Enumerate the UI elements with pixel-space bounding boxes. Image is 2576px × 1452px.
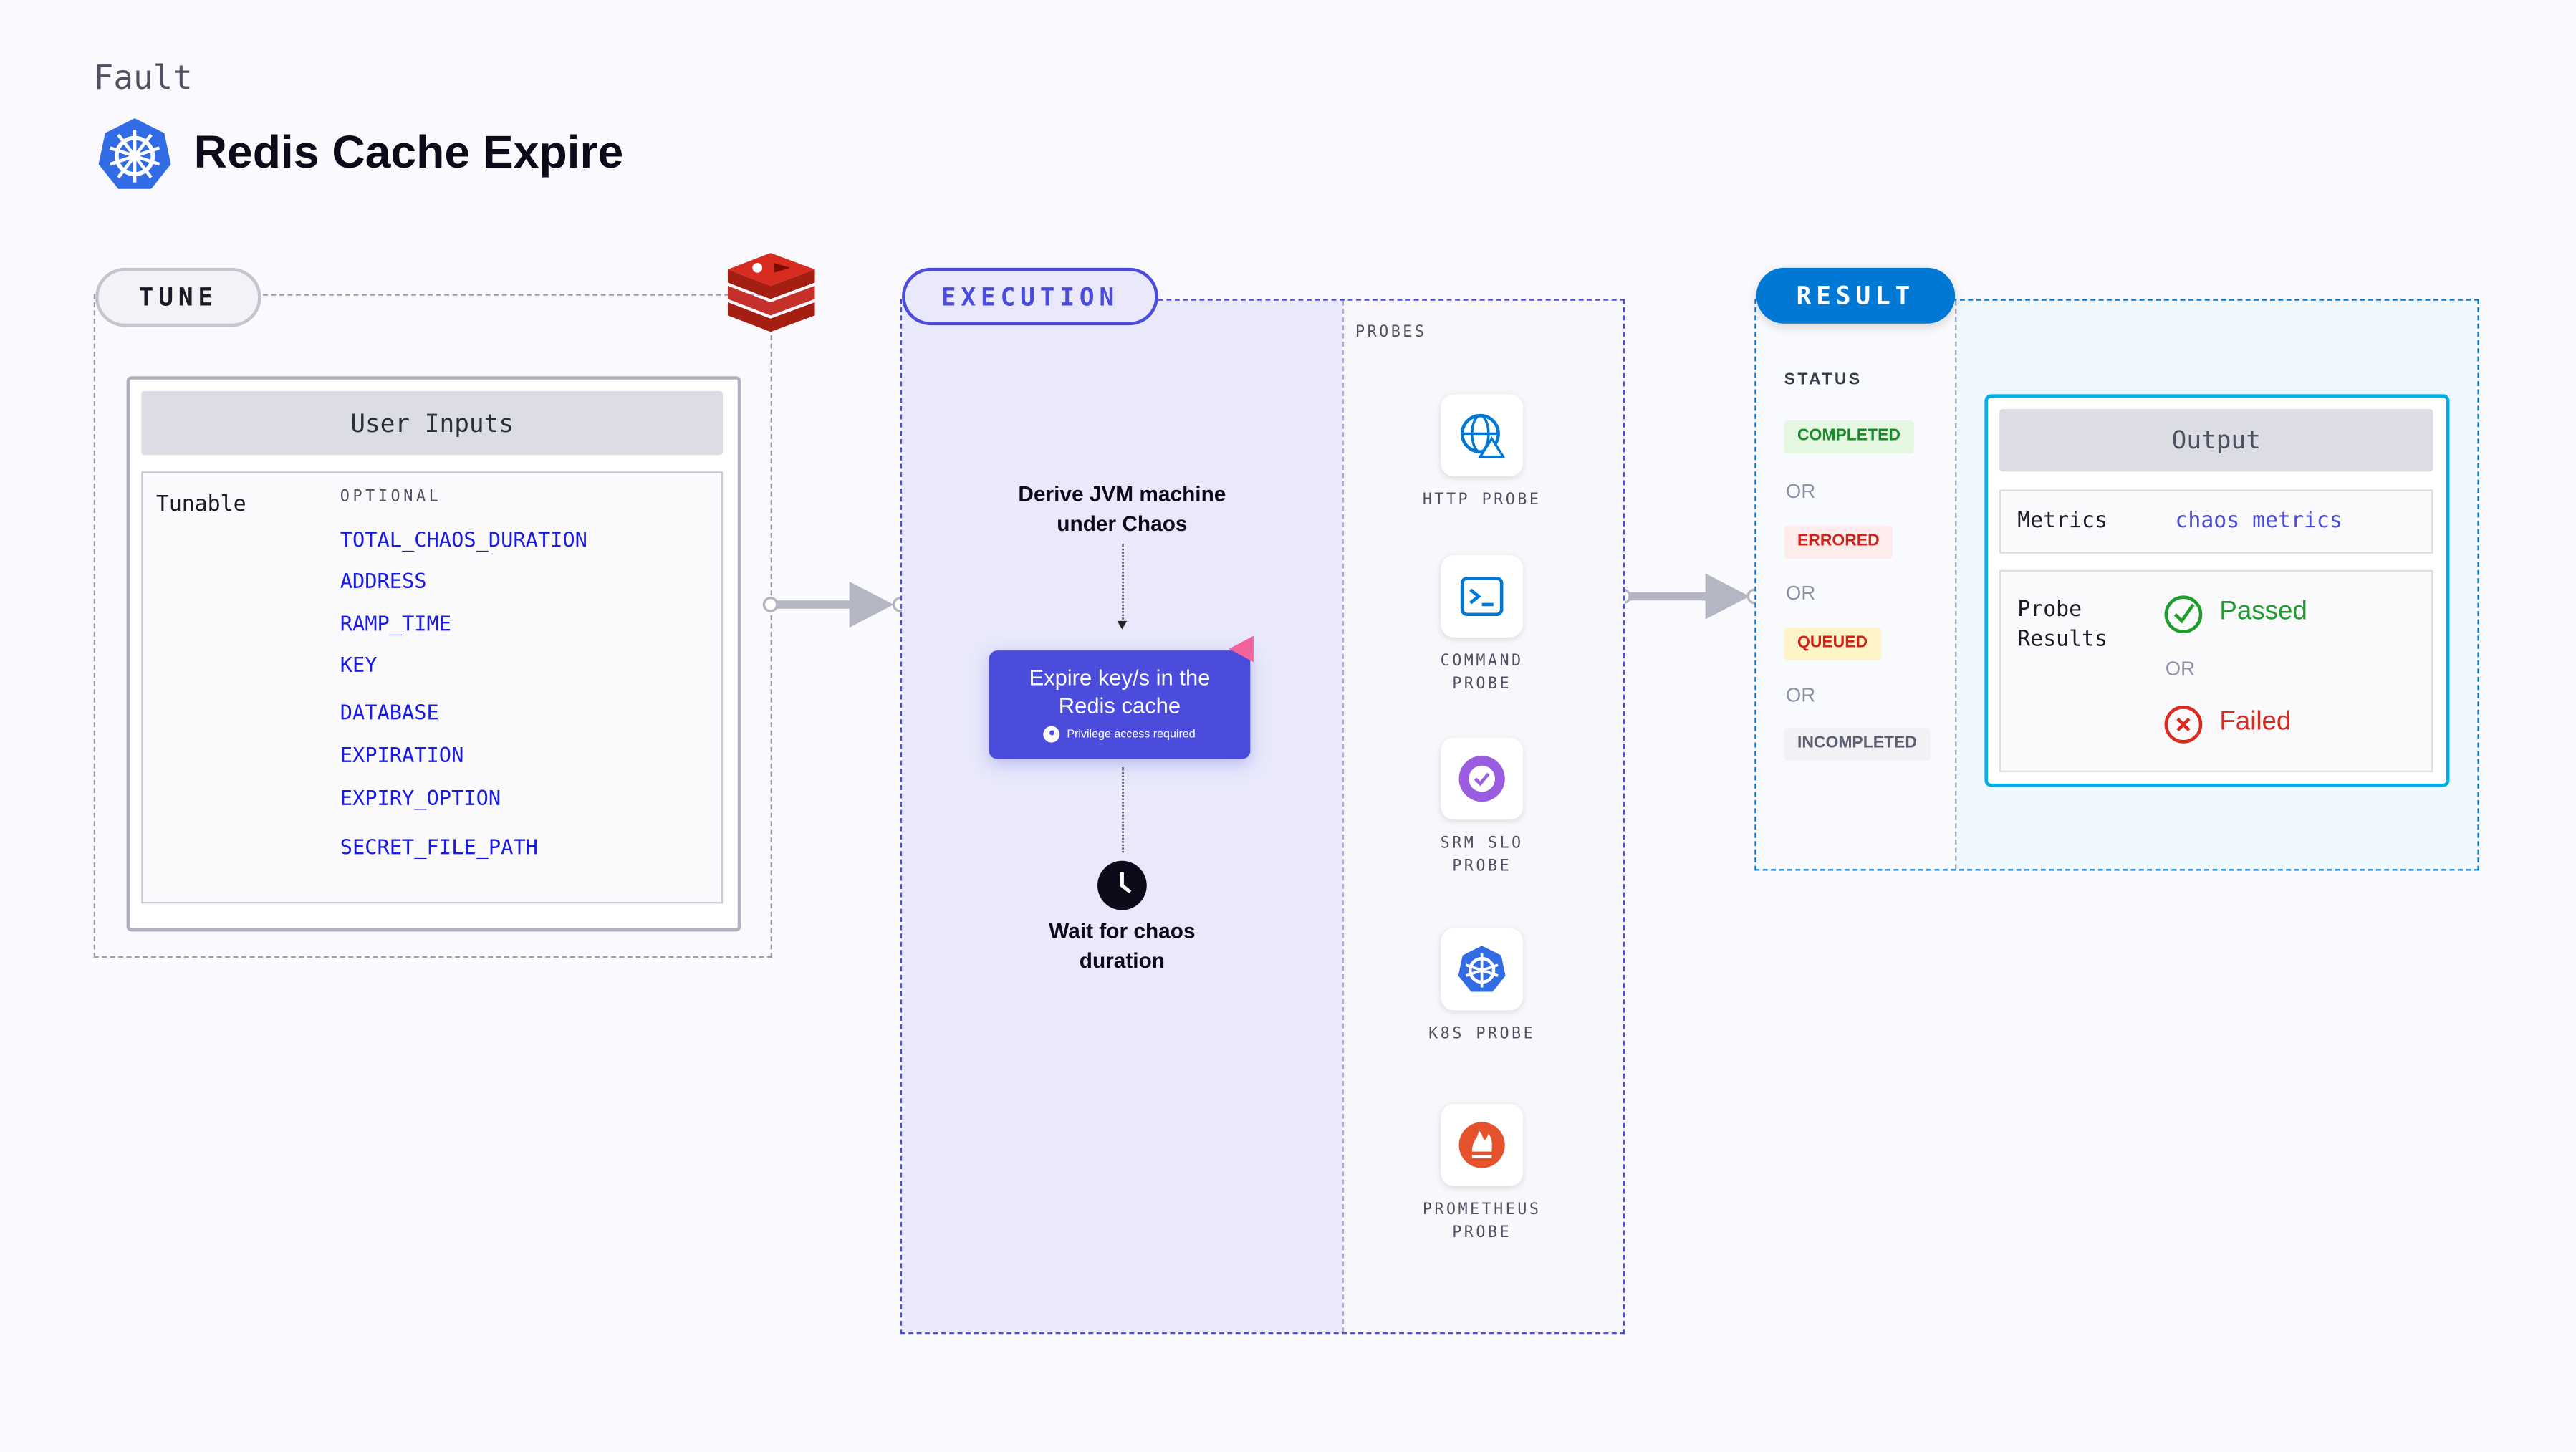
step-derive: Derive JVM machine under Chaos [1018,481,1226,536]
chaos-metrics-link[interactable]: chaos metrics [2175,509,2342,534]
or-text: OR [1785,683,1816,707]
status-badge-completed: COMPLETED [1784,420,1914,453]
or-text: OR [2165,657,2195,681]
status-badge-queued: QUEUED [1784,628,1881,660]
probe-results-label: Probe Results [2017,597,2108,653]
tune-section [93,294,772,958]
tunable-item: DATABASE [340,699,439,725]
terminal-icon [1460,576,1504,617]
privilege-note: Privilege access required [1067,729,1196,741]
status-badge-errored: ERRORED [1784,525,1893,559]
step-wait: Wait for chaos duration [1049,918,1196,973]
kicker: Fault [93,57,193,97]
probe-prometheus: PROMETHEUS PROBE [1416,1104,1547,1245]
chaos-step-card: Expire key/s in the Redis cache ● Privile… [989,650,1251,759]
tunable-item: ADDRESS [340,568,427,593]
arrow-connector [762,581,908,628]
tunable-item: RAMP_TIME [340,611,452,636]
or-text: OR [1785,581,1816,605]
metrics-label: Metrics [2017,509,2108,534]
clock-icon [1097,860,1147,910]
tunable-item: EXPIRATION [340,742,464,768]
probe-srm-slo: SRM SLO PROBE [1416,737,1547,879]
status-label: STATUS [1784,371,1863,390]
slo-icon [1458,755,1505,802]
arrow-connector [1615,573,1763,620]
tunable-label: Tunable [155,493,246,518]
globe-icon [1460,413,1505,458]
kubernetes-icon [1458,946,1506,992]
result-pill: RESULT [1756,267,1956,324]
tunable-item: TOTAL_CHAOS_DURATION [340,527,587,552]
probes-label: PROBES [1355,323,1427,342]
tunable-item: SECRET_FILE_PATH [340,835,538,860]
prometheus-icon [1458,1122,1505,1168]
probe-command: COMMAND PROBE [1416,555,1547,696]
probe-http: HTTP PROBE [1416,394,1547,512]
step-expire: Expire key/s in the Redis cache [1029,665,1211,718]
execution-pill: EXECUTION [902,267,1158,326]
optional-label: OPTIONAL [340,488,442,506]
output-title: Output [1999,409,2433,472]
chaos-badge-icon [1229,635,1254,663]
status-badge-incompleted: INCOMPLETED [1784,727,1931,761]
redis-icon [727,253,815,332]
user-inputs-title: User Inputs [141,390,724,456]
passed-text: Passed [2219,597,2307,626]
result-section [1754,299,2479,871]
tunable-item: KEY [340,652,378,677]
lock-icon: ● [1044,726,1061,743]
or-text: OR [1785,479,1816,503]
x-circle-icon [2164,706,2203,744]
tunable-item: EXPIRY_OPTION [340,785,501,810]
probe-k8s: K8S PROBE [1416,928,1547,1047]
page-title: Redis Cache Expire [193,126,624,178]
kubernetes-icon [98,118,171,189]
tune-pill: TUNE [95,267,261,327]
execution-section [900,299,1625,1335]
check-circle-icon [2164,595,2203,634]
failed-text: Failed [2219,708,2292,736]
